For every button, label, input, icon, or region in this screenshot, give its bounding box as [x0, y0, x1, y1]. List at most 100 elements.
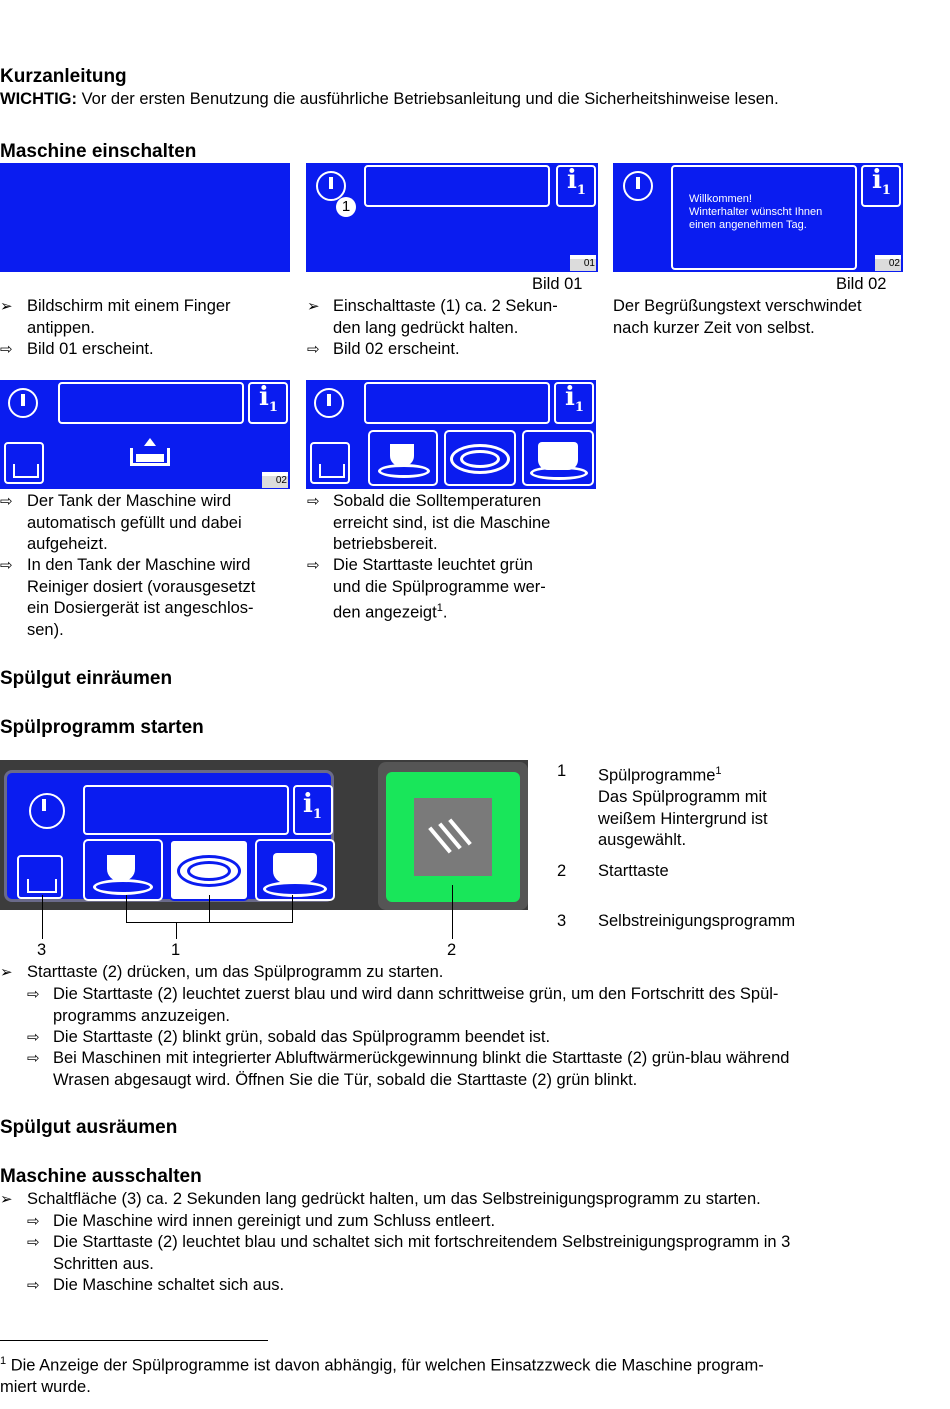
power-icon[interactable] [8, 388, 38, 418]
callout-3: 3 [37, 941, 47, 959]
info-button[interactable]: i1 [861, 165, 901, 207]
arrow-icon: ⇨ [27, 1050, 40, 1067]
s1-col1-result: Bild 01 erscheint. [27, 340, 154, 358]
self-clean-button[interactable] [310, 442, 350, 484]
panel-display: i1 [4, 770, 335, 902]
info-button[interactable]: i1 [293, 785, 333, 835]
caption-bild-02: Bild 02 [836, 275, 887, 293]
callout-1: 1 [171, 941, 181, 959]
s1-col2-result: Bild 02 erscheint. [333, 340, 460, 358]
start-icon [414, 798, 492, 876]
caption-bild-01: Bild 01 [532, 275, 583, 293]
callout-line-3 [42, 895, 43, 939]
s4-result-3: Bei Maschinen mit integrierter Abluftwär… [53, 1049, 790, 1089]
bild-tag: 02 [262, 472, 288, 488]
screen-bild-01: 1 i1 01 [306, 163, 598, 272]
callout-line-1 [176, 922, 177, 939]
start-button-frame [378, 762, 528, 910]
heading-spuelprogramm-starten: Spülprogramm starten [0, 717, 204, 738]
screen-blank[interactable] [0, 163, 290, 272]
arrow-icon: ⇨ [27, 1277, 40, 1294]
plate-icon [177, 855, 241, 887]
info-icon: i [565, 382, 575, 412]
program-pot-button[interactable] [255, 839, 335, 901]
info-button[interactable]: i1 [248, 382, 288, 424]
s1-col2-text: Einschalttaste (1) ca. 2 Sekun-den lang … [333, 297, 558, 337]
arrow-icon: ⇨ [27, 986, 40, 1003]
callout-badge: 1 [336, 197, 356, 217]
info-icon: i [872, 165, 882, 195]
info-icon: i [303, 789, 313, 819]
screen-ready: i1 [306, 380, 596, 489]
power-icon[interactable] [623, 171, 653, 201]
legend-num-2: 2 [557, 862, 567, 880]
power-icon[interactable] [29, 793, 65, 829]
info-button[interactable]: i1 [554, 382, 594, 424]
callout-2: 2 [447, 941, 457, 959]
s6-main: Schaltfläche (3) ca. 2 Sekunden lang ged… [27, 1190, 761, 1208]
tank-icon [27, 879, 57, 893]
pot-icon [538, 442, 578, 470]
s6-result-2: Die Starttaste (2) leuchtet blau und sch… [53, 1233, 791, 1273]
power-icon[interactable] [314, 388, 344, 418]
info-button[interactable]: i1 [556, 165, 596, 207]
display-field [364, 382, 550, 424]
program-cup-button[interactable] [83, 839, 163, 901]
s6-result-3: Die Maschine schaltet sich aus. [53, 1276, 285, 1294]
display-field [83, 785, 289, 835]
bild-tag: 02 [875, 255, 901, 271]
self-clean-button[interactable] [17, 855, 63, 899]
bullet-icon: ➢ [307, 298, 320, 315]
program-plate-button-selected[interactable] [169, 839, 249, 901]
arrow-icon: ⇨ [307, 493, 320, 510]
power-icon[interactable] [316, 171, 346, 201]
warning-line: WICHTIG: Vor der ersten Benutzung die au… [0, 89, 779, 111]
arrow-icon: ⇨ [0, 557, 13, 574]
arrow-icon: ⇨ [27, 1029, 40, 1046]
bild-tag: 01 [570, 255, 596, 271]
callout-bracket-1 [126, 922, 293, 923]
warning-label: WICHTIG: [0, 90, 77, 108]
arrow-icon: ⇨ [27, 1234, 40, 1251]
program-cup-button[interactable] [368, 430, 438, 486]
program-plate-button[interactable] [444, 430, 516, 486]
arrow-icon: ⇨ [27, 1213, 40, 1230]
s6-result-1: Die Maschine wird innen gereinigt und zu… [53, 1212, 496, 1230]
info-icon: i [567, 165, 577, 195]
bullet-icon: ➢ [0, 1191, 13, 1208]
legend-num-3: 3 [557, 912, 567, 930]
tank-icon [319, 464, 345, 478]
control-panel: i1 [0, 760, 528, 910]
legend-text-2: Starttaste [598, 862, 669, 880]
callout-line-1c [292, 895, 293, 923]
footnote: 1 Die Anzeige der Spülprogramme ist davo… [0, 1355, 764, 1396]
tank-fill-icon [130, 438, 174, 468]
legend-text-3: Selbstreinigungsprogramm [598, 912, 796, 930]
arrow-icon: ⇨ [307, 557, 320, 574]
heading-spuelgut-ausraeumen: Spülgut ausräumen [0, 1117, 178, 1138]
footnote-rule [0, 1340, 268, 1341]
bullet-icon: ➢ [0, 298, 13, 315]
page-title: Kurzanleitung [0, 66, 127, 87]
info-icon: i [259, 382, 269, 412]
display-field [58, 382, 244, 424]
display-field [364, 165, 550, 207]
heading-maschine-einschalten: Maschine einschalten [0, 141, 197, 162]
warning-text: Vor der ersten Benutzung die ausführlich… [76, 90, 779, 108]
program-pot-button[interactable] [522, 430, 594, 486]
arrow-icon: ⇨ [307, 341, 320, 358]
cup-icon [390, 444, 414, 466]
self-clean-button[interactable] [4, 442, 44, 484]
pot-icon [273, 853, 317, 883]
start-button[interactable] [386, 772, 520, 902]
tank-icon [13, 464, 39, 478]
s4-result-1: Die Starttaste (2) leuchtet zuerst blau … [53, 985, 779, 1025]
